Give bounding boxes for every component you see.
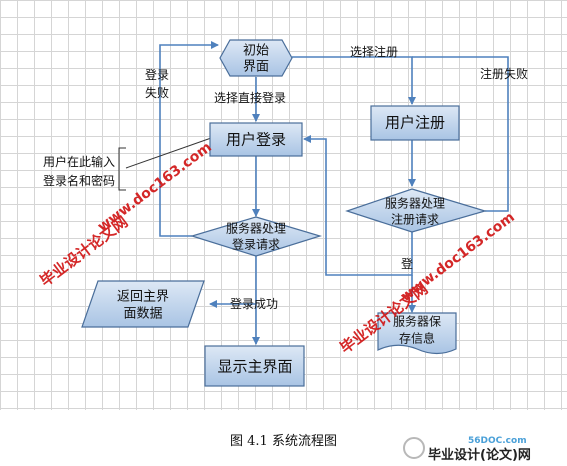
login-node-shape — [209, 122, 303, 157]
register-node-label: 用户注册 — [385, 114, 445, 132]
return-main-label-line1: 返回主界 — [117, 290, 169, 305]
server-save-label-line2: 存信息 — [399, 331, 435, 346]
server-register-label-line2: 注册请求 — [391, 212, 439, 227]
server-register-decision-shape — [345, 188, 488, 233]
server-save-label-line1: 服务器保 — [393, 314, 441, 329]
edge-register-fail — [412, 56, 509, 212]
login-node-label: 用户登录 — [226, 131, 286, 149]
edge-register-to-login — [303, 135, 413, 276]
figure-caption: 图 4.1 系统流程图 — [230, 434, 337, 449]
annotation-bracket — [118, 147, 126, 191]
start-node-label-line1: 初始 — [243, 44, 269, 59]
show-main-node-shape — [204, 345, 305, 387]
edge-login-fail — [159, 41, 219, 237]
logo-ring-icon — [403, 437, 425, 459]
annotation-text-line1: 用户在此输入 — [43, 154, 115, 169]
show-main-node-label: 显示主界面 — [217, 358, 292, 376]
server-save-document-shape — [377, 312, 457, 355]
edge-label-login-fail-line1: 登录 — [145, 67, 169, 82]
start-node-shape — [219, 39, 293, 77]
server-register-label-line1: 服务器处理 — [385, 196, 445, 211]
edge-label-register-fail: 注册失败 — [480, 66, 528, 81]
edge-label-login-success: 登录成功 — [230, 296, 278, 311]
logo-brand: 毕业设计(论文)网 — [428, 447, 531, 463]
edge-label-partial-login: 登 — [401, 256, 413, 271]
edge-label-login-fail-line2: 失败 — [145, 85, 169, 100]
corner-logo: 56DOC.com 毕业设计(论文)网 — [403, 436, 531, 463]
edge-label-choose-login: 选择直接登录 — [214, 90, 286, 105]
logo-domain: 56DOC.com — [468, 436, 527, 446]
server-login-label-line1: 服务器处理 — [226, 221, 286, 236]
annotation-leader — [125, 136, 215, 169]
register-node-shape — [370, 105, 460, 141]
return-main-data-shape — [81, 280, 205, 328]
edge-start-to-register — [292, 56, 416, 105]
server-login-decision-shape — [189, 216, 323, 257]
return-main-label-line2: 面数据 — [123, 307, 162, 322]
start-node-label-line2: 界面 — [243, 60, 269, 75]
server-login-label-line2: 登录请求 — [232, 237, 280, 252]
edge-label-choose-register: 选择注册 — [350, 44, 398, 59]
annotation-text-line2: 登录名和密码 — [43, 173, 115, 188]
